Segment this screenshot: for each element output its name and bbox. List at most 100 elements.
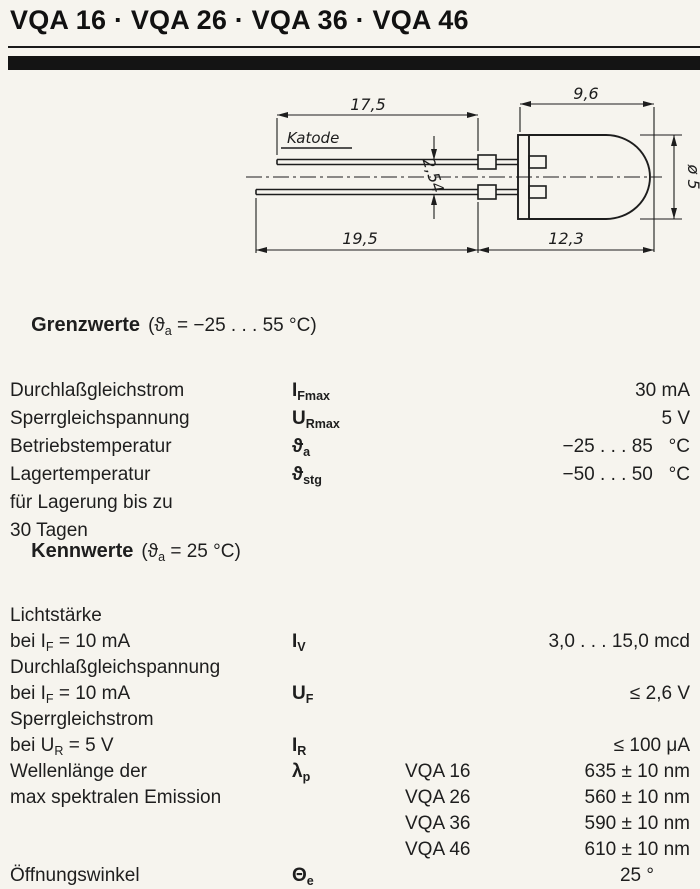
grenzwerte-section: Grenzwerte (ϑa = −25 . . . 55 °C) Durchla… xyxy=(10,286,690,545)
variant-name: VQA 46 xyxy=(405,839,471,860)
led-body-dome xyxy=(529,134,651,220)
kennwerte-section: Kennwerte (ϑa = 25 °C) Lichtstärke bei IF … xyxy=(10,512,690,889)
variant-name: VQA 16 xyxy=(405,761,471,782)
katode-lead-stub xyxy=(528,155,547,169)
value: 3,0 . . . 15,0 mcd xyxy=(548,631,690,652)
header-rule-thick xyxy=(8,56,700,70)
param-line: Sperrgleichspannung xyxy=(10,408,190,429)
variant-row: VQA 46 610 ± 10 nm xyxy=(405,837,690,863)
symbol-cell: ϑstg xyxy=(292,464,322,487)
param-cell: Durchlaßgleichspannung bei IF = 10 mA xyxy=(10,655,292,707)
anode-lead-step xyxy=(477,184,497,200)
dim-19-5-label: 19,5 xyxy=(342,229,378,248)
param-line: für Lagerung bis zu xyxy=(10,492,173,513)
grenzwerte-rows: Durchlaßgleichstrom IFmax 30 mA Sperrgleich… xyxy=(10,377,690,545)
param-line: Sperrgleichstrom xyxy=(10,709,154,730)
dim-17-5-label: 17,5 xyxy=(350,95,386,114)
value-cell: ≤ 100 μA xyxy=(405,707,690,759)
kennwerte-rows: Lichtstärke bei IF = 10 mA IV 3,0 . . . 15,… xyxy=(10,603,690,889)
param-line: Lagertemperatur xyxy=(10,464,151,485)
led-dimension-drawing: 17,5 9,6 19,5 12,3 2,54 ø 5 Katode xyxy=(246,84,700,253)
param-line: Wellenlänge der xyxy=(10,761,147,782)
value-cell: ≤ 2,6 V xyxy=(405,655,690,707)
param-line: bei UR = 5 V xyxy=(10,735,114,758)
table-row: Sperrgleichspannung URmax 5 V xyxy=(10,405,690,433)
symbol-cell: URmax xyxy=(292,408,340,431)
variant-name: VQA 26 xyxy=(405,787,471,808)
value: −25 . . . 85 °C xyxy=(562,436,690,457)
variant-value: 635 ± 10 nm xyxy=(584,761,691,782)
variant-row: VQA 36 590 ± 10 nm xyxy=(405,811,690,837)
param-cell: Lichtstärke bei IF = 10 mA xyxy=(10,603,292,655)
param-line: Durchlaßgleichstrom xyxy=(10,380,185,401)
variant-value: 610 ± 10 nm xyxy=(584,839,691,860)
param-line: Lichtstärke xyxy=(10,605,102,626)
symbol-cell: IR xyxy=(292,735,307,758)
table-row: Wellenlänge der max spektralen Emission λp… xyxy=(10,759,690,863)
grenzwerte-condition: (ϑa = −25 . . . 55 °C) xyxy=(148,315,317,338)
led-leads xyxy=(255,154,547,200)
anode-lead xyxy=(255,188,478,196)
variant-row: VQA 26 560 ± 10 nm xyxy=(405,785,690,811)
symbol-cell: UF xyxy=(292,683,314,706)
kennwerte-title: Kennwerte xyxy=(31,540,134,562)
param-cell: Lagertemperatur für Lagerung bis zu 30 Tag… xyxy=(10,461,292,545)
param-cell: Sperrgleichstrom bei UR = 5 V xyxy=(10,707,292,759)
param-line: bei IF = 10 mA xyxy=(10,683,131,706)
katode-lead xyxy=(276,158,478,166)
katode-lead-step xyxy=(477,154,497,170)
value: 30 mA xyxy=(635,380,690,401)
table-row: Durchlaßgleichstrom IFmax 30 mA xyxy=(10,377,690,405)
table-row: Sperrgleichstrom bei UR = 5 V IR ≤ 100 μA xyxy=(10,707,690,759)
dimension-arrowheads xyxy=(256,101,677,253)
param-cell: Öffnungswinkel xyxy=(10,863,292,889)
anode-lead-inner xyxy=(496,188,518,196)
value: 25 ° xyxy=(619,865,654,886)
param-line: max spektralen Emission xyxy=(10,787,222,808)
variant-value: 560 ± 10 nm xyxy=(584,787,691,808)
param-cell: Wellenlänge der max spektralen Emission xyxy=(10,759,292,863)
value-cell: 5 V xyxy=(405,405,690,433)
table-row: Betriebstemperatur ϑa −25 . . . 85 °C xyxy=(10,433,690,461)
value-cell: 3,0 . . . 15,0 mcd xyxy=(405,603,690,655)
value-cell: −25 . . . 85 °C xyxy=(405,433,690,461)
param-line: 30 Tagen xyxy=(10,520,88,541)
kennwerte-heading: Kennwerte (ϑa = 25 °C) xyxy=(10,512,690,591)
grenzwerte-heading: Grenzwerte (ϑa = −25 . . . 55 °C) xyxy=(10,286,690,365)
symbol-cell: Θe xyxy=(292,865,314,888)
param-cell: Betriebstemperatur xyxy=(10,433,292,461)
value: −50 . . . 50 °C xyxy=(562,464,690,485)
table-row: Durchlaßgleichspannung bei IF = 10 mA UF ≤ … xyxy=(10,655,690,707)
page-title: VQA 16 · VQA 26 · VQA 36 · VQA 46 xyxy=(10,5,469,35)
dim-diameter-label: ø 5 xyxy=(684,163,700,189)
dim-9-6-label: 9,6 xyxy=(573,84,598,103)
symbol-cell: λp xyxy=(292,761,311,784)
param-line: Öffnungswinkel xyxy=(10,865,140,886)
dimension-labels: 17,5 9,6 19,5 12,3 2,54 ø 5 Katode xyxy=(287,84,700,248)
variant-value: 590 ± 10 nm xyxy=(584,813,691,834)
dimension-lines xyxy=(255,103,682,253)
table-row: Lagertemperatur für Lagerung bis zu 30 Tag… xyxy=(10,461,690,545)
symbol-cell: IFmax xyxy=(292,380,331,403)
value-cell: 25 ° xyxy=(405,863,690,889)
value: ≤ 100 μA xyxy=(613,735,690,756)
variant-row: VQA 16 635 ± 10 nm xyxy=(405,759,690,785)
kennwerte-condition: (ϑa = 25 °C) xyxy=(141,541,241,564)
param-cell: Sperrgleichspannung xyxy=(10,405,292,433)
value: 5 V xyxy=(661,408,690,429)
value-cell: VQA 16 635 ± 10 nm VQA 26 560 ± 10 nm VQA 36… xyxy=(405,759,690,863)
variant-name: VQA 36 xyxy=(405,813,471,834)
grenzwerte-title: Grenzwerte xyxy=(31,314,141,336)
value-cell: 30 mA xyxy=(405,377,690,405)
param-line: Betriebstemperatur xyxy=(10,436,172,457)
katode-lead-inner xyxy=(496,158,518,166)
value-cell: −50 . . . 50 °C xyxy=(405,461,690,545)
symbol-cell: ϑa xyxy=(292,436,311,459)
symbol-cell: IV xyxy=(292,631,306,654)
table-row: Lichtstärke bei IF = 10 mA IV 3,0 . . . 15,… xyxy=(10,603,690,655)
param-line: Durchlaßgleichspannung xyxy=(10,657,221,678)
table-row: Öffnungswinkel Θe 25 ° xyxy=(10,863,690,889)
param-line: bei IF = 10 mA xyxy=(10,631,131,654)
value: ≤ 2,6 V xyxy=(629,683,690,704)
anode-lead-stub xyxy=(528,185,547,199)
